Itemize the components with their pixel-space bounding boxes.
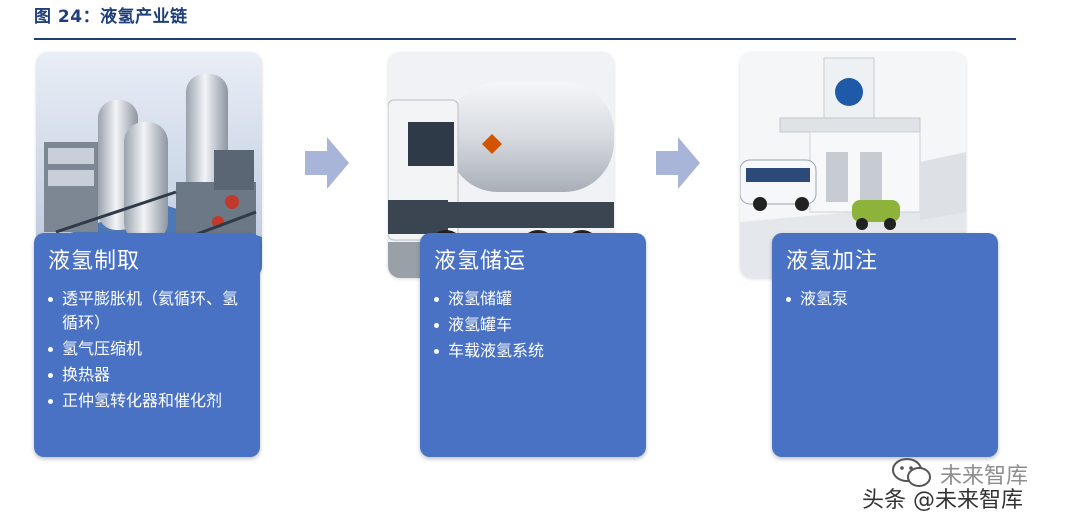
card-title-production: 液氢制取 [48, 249, 141, 274]
card-title-storage-transport: 液氢储运 [434, 249, 527, 274]
card-production: 液氢制取 透平膨胀机（氦循环、氢循环） 氢气压缩机 换热器 正仲氢转化器和催化剂 [34, 233, 260, 457]
list-item: 正仲氢转化器和催化剂 [48, 389, 248, 413]
list-item: 液氢储罐 [434, 287, 634, 311]
item-list-refueling: 液氢泵 [786, 287, 986, 313]
watermark-brand: 未来智库 [940, 464, 1029, 489]
arrow-right-icon [305, 137, 349, 189]
list-item: 换热器 [48, 363, 248, 387]
wechat-logo-icon [892, 458, 931, 487]
list-item: 氢气压缩机 [48, 337, 248, 361]
list-item: 透平膨胀机（氦循环、氢循环） [48, 287, 248, 335]
title-divider [34, 38, 1016, 40]
item-list-production: 透平膨胀机（氦循环、氢循环） 氢气压缩机 换热器 正仲氢转化器和催化剂 [48, 287, 248, 415]
item-list-storage-transport: 液氢储罐 液氢罐车 车载液氢系统 [434, 287, 634, 365]
watermark-credit: 头条 @未来智库 [862, 488, 1023, 513]
card-storage-transport: 液氢储运 液氢储罐 液氢罐车 车载液氢系统 [420, 233, 646, 457]
figure-title: 图 24：液氢产业链 [34, 7, 188, 27]
arrow-right-icon [656, 137, 700, 189]
list-item: 液氢罐车 [434, 313, 634, 337]
card-refueling: 液氢加注 液氢泵 [772, 233, 998, 457]
list-item: 液氢泵 [786, 287, 986, 311]
list-item: 车载液氢系统 [434, 339, 634, 363]
card-title-refueling: 液氢加注 [786, 249, 879, 274]
